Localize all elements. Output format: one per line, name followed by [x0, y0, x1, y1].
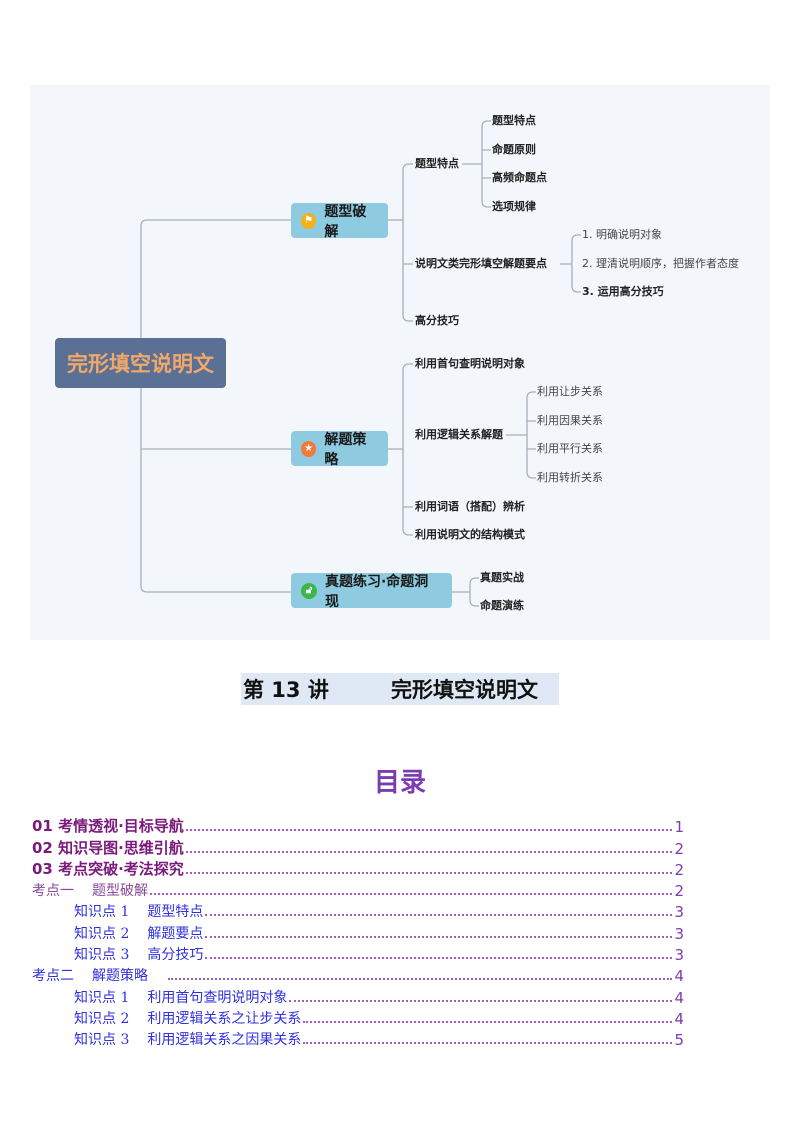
leaf: 选项规律	[492, 200, 536, 213]
node: 利用逻辑关系解题	[415, 428, 503, 441]
node-label: 解题策略	[324, 431, 367, 468]
node-strategy: ★ 解题策略	[291, 431, 388, 468]
mind-map-connectors	[140, 120, 581, 607]
leaf: 利用平行关系	[537, 442, 603, 455]
node: 利用词语（搭配）辨析	[415, 500, 525, 513]
node-label: 真题练习·命题洞现	[324, 573, 429, 610]
node: 利用首句查明说明对象	[415, 357, 525, 370]
node-practice: 🔓︎ 真题练习·命题洞现	[291, 573, 452, 610]
leaf: 2. 理清说明顺序，把握作者态度	[582, 257, 739, 270]
toc-title: 目录	[373, 768, 426, 798]
node: 题型特点	[415, 157, 459, 170]
lecture-number: 第 13 讲	[243, 678, 329, 702]
unlock-icon: 🔓︎	[301, 582, 317, 599]
leaf: 利用因果关系	[537, 414, 603, 427]
node: 命题演练	[480, 599, 524, 612]
leaf: 高频命题点	[492, 171, 547, 184]
leaf: 利用让步关系	[537, 385, 603, 398]
leaf: 3. 运用高分技巧	[582, 285, 664, 298]
lecture-title: 第 13 讲 完形填空说明文	[241, 673, 559, 705]
node-label: 题型破解	[324, 203, 367, 240]
flag-icon: ⚑	[301, 212, 317, 229]
node: 利用说明文的结构模式	[415, 528, 525, 541]
lecture-name: 完形填空说明文	[391, 678, 538, 702]
node: 高分技巧	[415, 314, 459, 327]
node: 真题实战	[480, 571, 524, 584]
node-question-type: ⚑ 题型破解	[291, 203, 388, 240]
mind-map-root-node: 完形填空说明文	[55, 338, 226, 388]
leaf: 利用转折关系	[537, 471, 603, 484]
leaf: 命题原则	[492, 143, 536, 156]
star-icon: ★	[301, 440, 317, 457]
node: 说明文类完形填空解题要点	[415, 257, 547, 270]
leaf: 题型特点	[492, 114, 536, 127]
leaf: 1. 明确说明对象	[582, 228, 662, 241]
